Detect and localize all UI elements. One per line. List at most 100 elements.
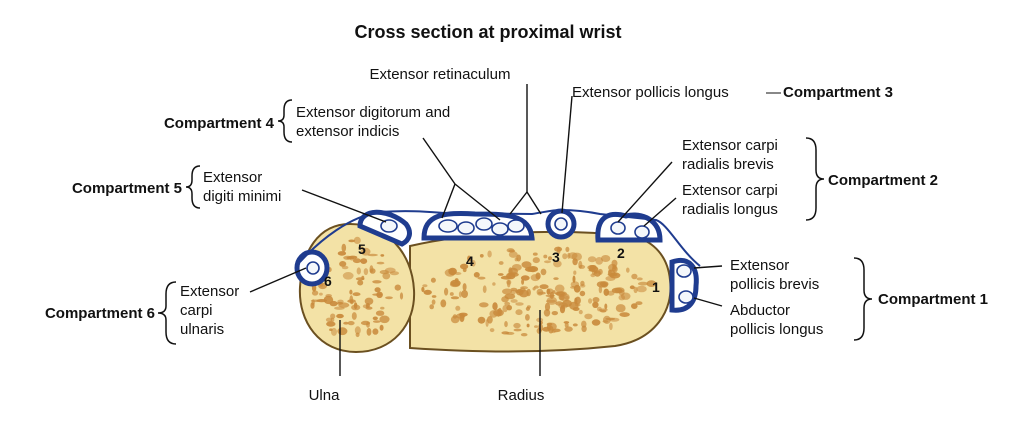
trabecular-pore [325, 317, 333, 322]
compartment-6-label: Compartment 6 [45, 305, 155, 322]
trabecular-pore [510, 287, 518, 292]
trabecular-pore [450, 315, 460, 324]
trabecular-pore [399, 292, 404, 300]
trabecular-pore [502, 288, 512, 295]
trabecular-pore [482, 285, 487, 294]
trabecular-pore [504, 301, 511, 306]
epl-label: Extensor pollicis longus [572, 84, 729, 101]
trabecular-pore [548, 256, 552, 261]
trabecular-pore [385, 296, 393, 300]
trabecular-pore [372, 328, 379, 335]
radius-bone [409, 230, 672, 353]
apl-line2: pollicis longus [730, 321, 823, 338]
trabecular-pore [479, 302, 489, 308]
trabecular-pore [567, 252, 571, 259]
trabecular-pore [520, 286, 528, 290]
trabecular-pore [603, 315, 611, 324]
compartment-4-brace [277, 99, 293, 143]
compartment-number-4: 4 [466, 253, 474, 269]
trabecular-pore [615, 304, 626, 313]
trabecular-pore [525, 314, 530, 321]
trabecular-pore [311, 290, 319, 296]
trabecular-pore [591, 319, 601, 326]
trabecular-pore [361, 275, 365, 280]
compartment-1-sheath [669, 258, 699, 313]
trabecular-pore [339, 261, 347, 267]
comp5-leader [301, 189, 387, 223]
trabecular-pore [578, 309, 583, 315]
trabecular-pore [367, 253, 378, 257]
trabecular-pore [348, 255, 358, 259]
trabecular-pore [532, 252, 538, 256]
trabecular-pore [337, 299, 344, 304]
trabecular-pore [477, 276, 486, 280]
trabecular-pore [637, 281, 649, 286]
compartment-5-label: Compartment 5 [72, 180, 182, 197]
comp6-line3: ulnaris [180, 321, 224, 338]
trabecular-pore [487, 250, 492, 258]
compartment-4-label: Compartment 4 [164, 115, 275, 132]
radius-label: Radius [498, 387, 545, 404]
trabecular-pore [508, 251, 518, 258]
trabecular-pore [546, 299, 556, 303]
trabecular-pore [513, 322, 521, 329]
compartment-6-sheath [294, 249, 330, 287]
trabecular-pore [565, 246, 570, 252]
ecrl-leader [643, 197, 677, 227]
ulna-label: Ulna [309, 387, 341, 404]
comp4-line2: extensor indicis [296, 123, 399, 140]
trabecular-pore [536, 288, 544, 296]
trabecular-pore [455, 305, 461, 311]
trabecular-pore [589, 265, 597, 269]
trabecular-pore [450, 296, 460, 300]
trabecular-pore [489, 310, 498, 318]
trabecular-pore [356, 267, 361, 275]
trabecular-pore [525, 306, 531, 311]
trabecular-pore [543, 309, 551, 317]
trabecular-pore [348, 239, 356, 243]
compartment-6-brace [157, 281, 177, 345]
trabecular-pore [337, 251, 347, 256]
trabecular-pore [379, 270, 389, 275]
trabecular-pore [592, 301, 599, 308]
trabecular-pore [316, 299, 328, 303]
trabecular-pore [352, 258, 362, 264]
trabecular-pore [372, 316, 378, 321]
trabecular-pore [375, 310, 385, 316]
trabecular-pore [520, 333, 528, 337]
trabecular-pore [515, 309, 523, 316]
epl-dash: — [766, 84, 781, 101]
trabecular-pore [513, 328, 522, 332]
trabecular-pore [551, 311, 558, 316]
trabecular-pore [498, 261, 504, 265]
trabecular-pore [581, 325, 587, 333]
extensor-retinaculum-label: Extensor retinaculum [370, 66, 511, 83]
trabecular-pore [341, 265, 349, 270]
trabecular-pore [479, 254, 484, 258]
trabecular-pore [508, 249, 516, 253]
trabecular-pore [530, 274, 540, 282]
trabecular-pore [485, 319, 489, 327]
trabecular-pore [319, 292, 323, 296]
trabecular-pore [592, 297, 600, 303]
trabecular-pore [352, 292, 361, 297]
apl-leader [693, 297, 723, 307]
comp4-leader-a [422, 137, 456, 185]
trabecular-pore [553, 260, 562, 268]
trabecular-pore [635, 301, 643, 305]
trabecular-pore [510, 299, 518, 303]
trabecular-pore [646, 280, 657, 287]
trabecular-pore [599, 281, 609, 287]
trabecular-pore [578, 260, 583, 269]
trabecular-pore [540, 268, 547, 276]
diagram-title: Cross section at proximal wrist [354, 22, 621, 42]
trabecular-pore [584, 313, 593, 320]
compartment-3-sheath [545, 208, 577, 240]
trabecular-pore [461, 290, 468, 298]
trabecular-pore [505, 331, 515, 335]
trabecular-pore [519, 289, 529, 298]
ecrb-line2: radialis brevis [682, 156, 774, 173]
trabecular-pore [598, 286, 603, 294]
trabecular-pore [619, 312, 630, 317]
